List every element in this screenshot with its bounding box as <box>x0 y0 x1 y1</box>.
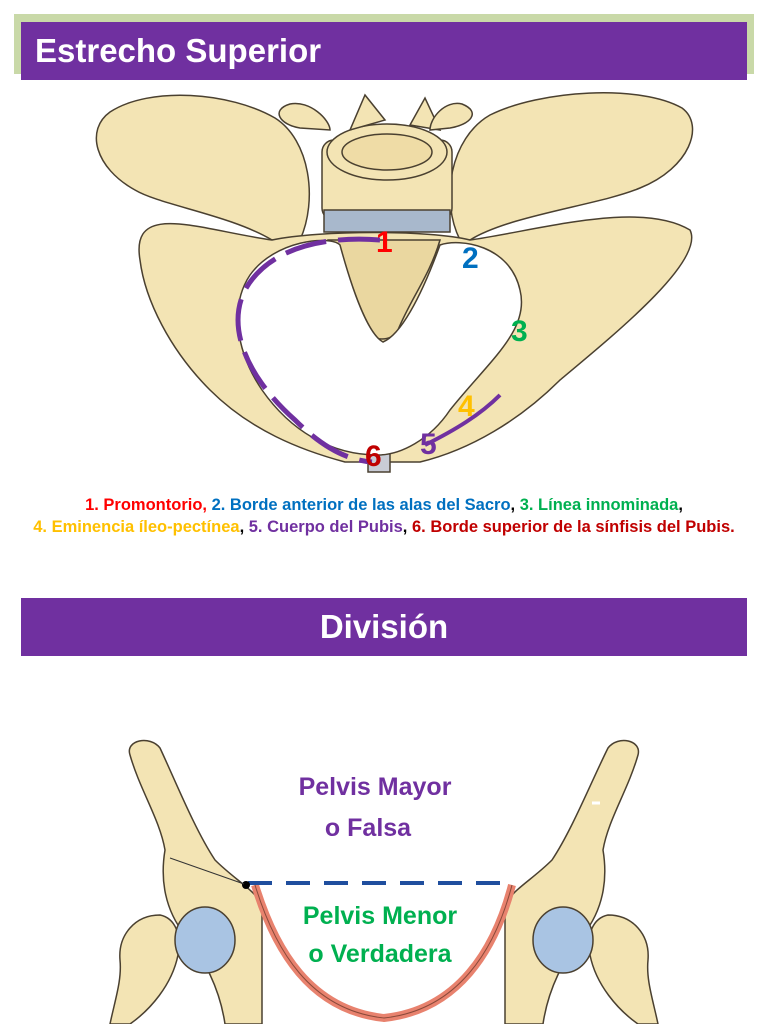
legend-separator: , <box>678 496 683 514</box>
left-femoral-head <box>174 906 236 974</box>
slide-title-division: División <box>21 598 747 656</box>
label-pelvis-menor: Pelvis Menor <box>303 902 457 930</box>
legend-item-1: 1. Promontorio, <box>85 496 207 514</box>
legend-separator: , <box>402 518 408 536</box>
left-femur <box>109 914 180 1024</box>
legend-item-3: 3. Línea innominada <box>515 496 679 514</box>
marker-1: 1 <box>376 226 393 259</box>
right-iliac-wing <box>449 92 694 241</box>
right-femur <box>588 914 659 1024</box>
legend-item-4: 4. Eminencia íleo-pectínea <box>33 518 240 536</box>
slide-title-estrecho-superior: Estrecho Superior <box>21 22 747 80</box>
legend-separator: , <box>510 496 516 514</box>
right-femoral-head <box>532 906 594 974</box>
legend-item-5: 5. Cuerpo del Pubis <box>244 518 403 536</box>
pelvis-inlet-figure: 1 2 3 4 5 6 <box>95 92 694 473</box>
label-pelvis-mayor: Pelvis Mayor <box>299 773 452 801</box>
label-o-falsa: o Falsa <box>325 814 412 842</box>
intervertebral-disc <box>323 209 451 233</box>
pelvis-division-figure: Pelvis Mayor o Falsa Pelvis Menor o Verd… <box>109 739 659 1024</box>
legend-separator: , <box>239 518 245 536</box>
inlet-dashed-outline <box>235 236 381 465</box>
legend-item-6: 6. Borde superior de la sínfisis del Pub… <box>407 518 735 536</box>
label-o-verdadera: o Verdadera <box>308 940 452 968</box>
marker-4: 4 <box>458 390 475 423</box>
marker-5: 5 <box>420 428 437 461</box>
legend: 1. Promontorio, 2. Borde anterior de las… <box>30 494 738 538</box>
left-iliac-wing <box>95 94 310 241</box>
marker-2: 2 <box>462 242 479 275</box>
pelvic-inlet <box>237 239 523 456</box>
marker-6: 6 <box>365 440 382 473</box>
marker-3: 3 <box>511 315 528 348</box>
legend-item-2: 2. Borde anterior de las alas del Sacro <box>206 496 511 514</box>
